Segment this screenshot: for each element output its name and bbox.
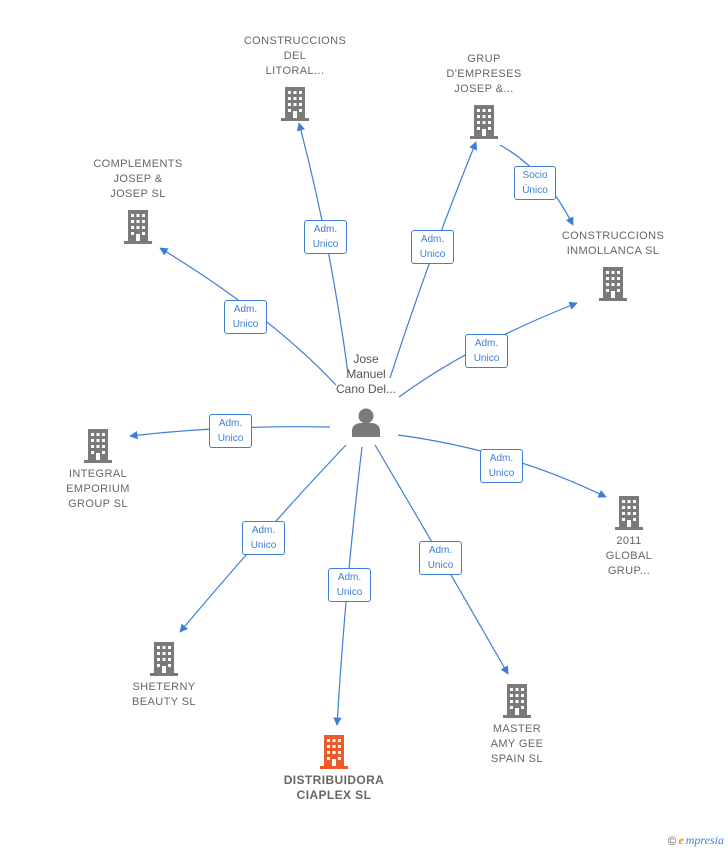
center-person-node[interactable]: Jose Manuel Cano Del...	[316, 352, 416, 437]
building-icon	[124, 210, 152, 244]
brand-name: mpresia	[685, 833, 724, 847]
building-icon-highlighted	[320, 735, 348, 769]
node-label: CONSTRUCCIONS DEL LITORAL...	[243, 35, 347, 77]
node-label: INTEGRAL EMPORIUM GROUP SL	[66, 468, 130, 510]
building-icon	[599, 267, 627, 301]
edge-label-grup-empreses[interactable]: Adm. Unico	[411, 230, 454, 264]
brand-initial: e	[678, 833, 684, 847]
building-icon	[281, 87, 309, 121]
node-complements-josep[interactable]: COMPLEMENTS JOSEP & JOSEP SL	[78, 157, 198, 244]
node-construccions-inmollanca[interactable]: CONSTRUCCIONS INMOLLANCA SL	[548, 229, 678, 301]
building-icon	[615, 496, 643, 530]
building-icon	[503, 684, 531, 718]
center-person-label: Jose Manuel Cano Del...	[335, 352, 397, 396]
node-label: 2011 GLOBAL GRUP...	[605, 535, 653, 577]
node-global-grup[interactable]: 2011 GLOBAL GRUP...	[584, 494, 674, 579]
edge-label-complements-josep[interactable]: Adm. Unico	[224, 300, 267, 334]
node-master-amy[interactable]: MASTER AMY GEE SPAIN SL	[472, 682, 562, 767]
building-icon	[84, 429, 112, 463]
node-distribuidora-ciaplex[interactable]: DISTRIBUIDORA CIAPLEX SL	[274, 733, 394, 803]
edge-label-construccions-litoral[interactable]: Adm. Unico	[304, 220, 347, 254]
node-label: COMPLEMENTS JOSEP & JOSEP SL	[93, 158, 183, 200]
node-label: DISTRIBUIDORA CIAPLEX SL	[283, 773, 385, 802]
building-icon	[470, 105, 498, 139]
edge-label-master-amy[interactable]: Adm. Unico	[419, 541, 462, 575]
node-label: GRUP D'EMPRESES JOSEP &...	[446, 53, 522, 95]
node-grup-empreses[interactable]: GRUP D'EMPRESES JOSEP &...	[424, 52, 544, 139]
building-icon	[150, 642, 178, 676]
node-construccions-litoral[interactable]: CONSTRUCCIONS DEL LITORAL...	[235, 34, 355, 121]
node-label: SHETERNY BEAUTY SL	[132, 681, 196, 708]
edge-label-sheterny-beauty[interactable]: Adm. Unico	[242, 521, 285, 555]
edge-label-distribuidora-ciaplex[interactable]: Adm. Unico	[328, 568, 371, 602]
edge-label-integral-emporium[interactable]: Adm. Unico	[209, 414, 252, 448]
person-icon	[352, 408, 380, 437]
edge-label-grup-to-inmollanca[interactable]: Socio Único	[514, 166, 556, 200]
copyright-symbol: ©	[667, 833, 677, 848]
node-sheterny-beauty[interactable]: SHETERNY BEAUTY SL	[114, 640, 214, 710]
node-integral-emporium[interactable]: INTEGRAL EMPORIUM GROUP SL	[48, 427, 148, 512]
node-label: MASTER AMY GEE SPAIN SL	[490, 723, 544, 765]
edge-label-global-grup[interactable]: Adm. Unico	[480, 449, 523, 483]
edge-label-construccions-inmollanca[interactable]: Adm. Unico	[465, 334, 508, 368]
node-label: CONSTRUCCIONS INMOLLANCA SL	[561, 230, 665, 257]
